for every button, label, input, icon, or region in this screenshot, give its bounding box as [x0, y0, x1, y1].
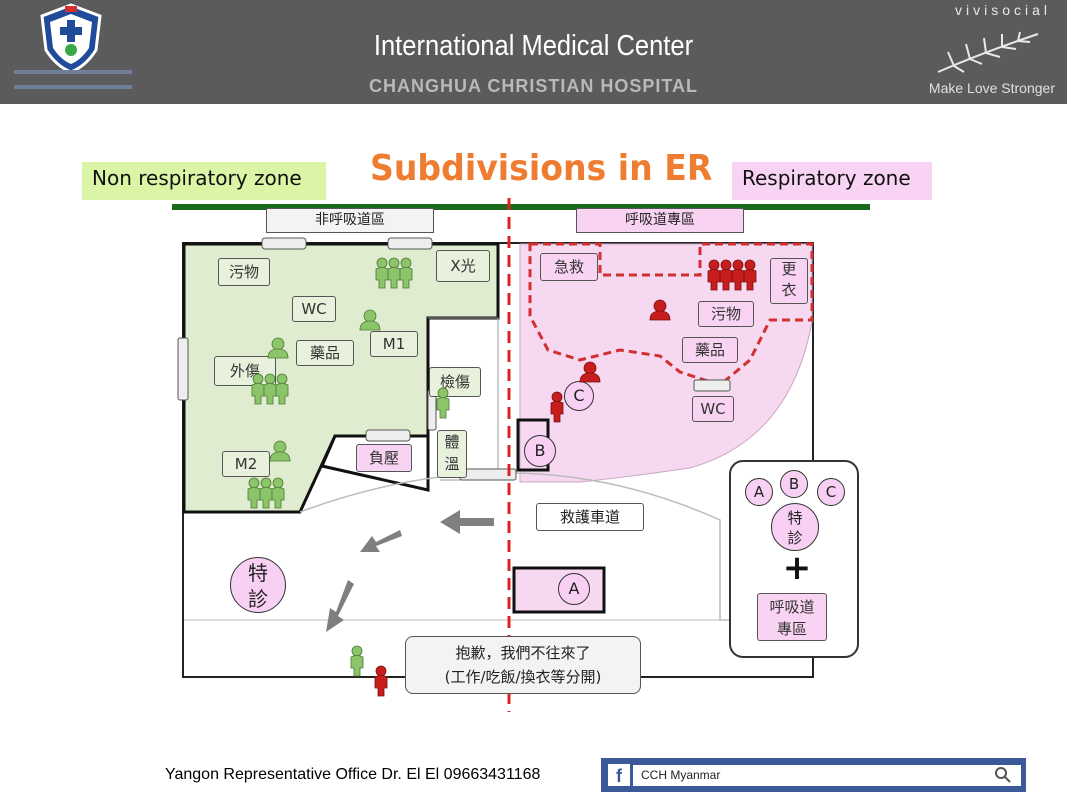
legend-a: A — [745, 478, 773, 506]
arrow-icon — [440, 510, 494, 534]
facebook-icon[interactable]: f — [608, 764, 630, 786]
header-bar — [0, 0, 1067, 104]
person-icon — [359, 309, 381, 331]
person-icon — [719, 259, 733, 291]
room-m2: M2 — [222, 451, 270, 477]
header-title: International Medical Center — [373, 30, 694, 62]
person-icon — [731, 259, 745, 291]
legend-special-clinic: 特 診 — [771, 503, 819, 551]
legend-resp-top: 呼吸道 — [769, 598, 815, 616]
brand-slogan: Make Love Stronger — [928, 80, 1055, 96]
arrow-icon — [326, 580, 354, 632]
logo-caption-line — [14, 70, 132, 74]
room-c: C — [564, 381, 594, 411]
person-icon — [374, 665, 388, 697]
special-clinic-room: 特 診 — [230, 557, 286, 613]
person-icon — [649, 299, 671, 321]
zone-divider-bar — [172, 204, 870, 210]
header-subtitle: CHANGHUA CHRISTIAN HOSPITAL — [369, 76, 698, 96]
slide-title: Subdivisions in ER — [370, 148, 713, 189]
room-pharmacy-left: 藥品 — [296, 340, 354, 366]
person-icon — [275, 373, 289, 405]
room-wc-right: WC — [692, 396, 734, 422]
legend-resp-zone: 呼吸道 專區 — [757, 593, 827, 641]
person-icon — [251, 373, 265, 405]
room-temperature: 體 溫 — [437, 430, 467, 478]
room-temperature-bottom: 溫 — [444, 455, 460, 473]
room-pharmacy-right: 藥品 — [682, 337, 738, 363]
room-emergency: 急救 — [540, 253, 598, 281]
person-icon — [436, 387, 450, 419]
person-icon — [267, 337, 289, 359]
special-clinic-bottom: 診 — [248, 587, 268, 611]
resp-area-label: 呼吸道專區 — [576, 208, 744, 233]
respiratory-zone-tag: Respiratory zone — [732, 162, 932, 200]
person-icon — [247, 477, 261, 509]
person-icon — [375, 257, 389, 289]
room-a: A — [558, 573, 590, 605]
room-xray: X光 — [436, 250, 490, 282]
special-clinic-top: 特 — [248, 561, 268, 585]
room-triage: 檢傷 — [429, 367, 481, 397]
room-b: B — [524, 435, 556, 467]
room-changing-top: 更 — [781, 260, 797, 278]
person-icon — [550, 391, 564, 423]
person-icon — [399, 257, 413, 289]
person-icon — [271, 477, 285, 509]
room-changing-bottom: 衣 — [781, 281, 797, 299]
person-icon — [743, 259, 757, 291]
legend-special-top: 特 — [787, 509, 803, 527]
room-changing: 更 衣 — [770, 258, 808, 304]
nonresp-area-label: 非呼吸道區 — [266, 208, 434, 233]
room-trauma: 外傷 — [214, 356, 276, 386]
apology-note: 抱歉，我們不往來了 (工作/吃飯/換衣等分開) — [405, 636, 641, 694]
fern-leaf-icon — [937, 31, 1039, 73]
room-temperature-top: 體 — [444, 433, 460, 451]
brand-name: vivisocial — [954, 2, 1051, 18]
search-icon[interactable] — [994, 766, 1012, 784]
person-icon — [707, 259, 721, 291]
room-wc-left: WC — [292, 296, 336, 322]
apology-line-2: (工作/吃飯/換衣等分開) — [444, 668, 602, 686]
apology-line-1: 抱歉，我們不往來了 — [455, 644, 591, 662]
room-soiled-right: 污物 — [698, 301, 754, 327]
non-respiratory-zone-tag: Non respiratory zone — [82, 162, 326, 200]
person-icon — [269, 440, 291, 462]
legend-plus: + — [782, 548, 812, 588]
legend-c: C — [817, 478, 845, 506]
person-icon — [263, 373, 277, 405]
person-icon — [259, 477, 273, 509]
logo-caption-line — [14, 85, 132, 89]
room-soiled-left: 污物 — [218, 258, 270, 286]
person-icon — [350, 645, 364, 677]
contact-footer: Yangon Representative Office Dr. El El 0… — [165, 766, 541, 783]
room-negative-pressure: 負壓 — [356, 444, 412, 472]
legend-special-bottom: 診 — [787, 529, 803, 547]
legend-resp-bottom: 專區 — [776, 620, 807, 638]
facebook-page-input[interactable]: CCH Myanmar — [633, 765, 1021, 786]
arrow-icon — [360, 530, 402, 552]
legend-b: B — [780, 470, 808, 498]
person-icon — [387, 257, 401, 289]
room-m1: M1 — [370, 331, 418, 357]
ambulance-lane-label: 救護車道 — [536, 503, 644, 531]
person-icon — [579, 361, 601, 383]
